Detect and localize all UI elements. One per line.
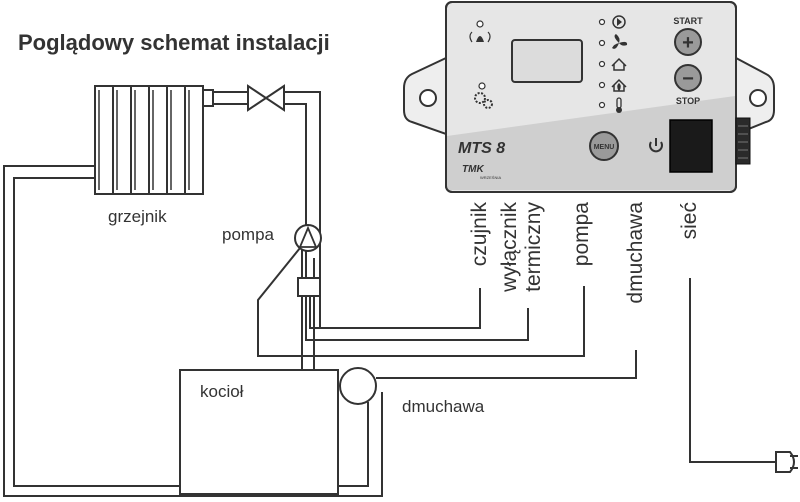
lcd-display — [511, 39, 583, 83]
blower-icon — [339, 367, 377, 405]
stop-button[interactable]: − — [674, 64, 702, 92]
radiator — [94, 85, 214, 195]
start-label: START — [673, 16, 703, 26]
menu-label: MENU — [594, 144, 615, 151]
terminal-label-sensor: czujnik — [468, 202, 491, 267]
fan-icon — [612, 34, 628, 49]
play-icon — [612, 15, 626, 29]
brand-logo: TMK — [462, 164, 484, 175]
pump-label: pompa — [222, 225, 275, 244]
controller-unit: START + − STOP MENU MTS 8 TMK WRZEŚNIA — [403, 1, 775, 193]
terminal-label-thermal-1: wyłącznik — [498, 202, 521, 293]
terminal-label-blower: dmuchawa — [624, 202, 647, 304]
terminal-label-thermal-2: termiczny — [522, 202, 545, 292]
stop-label: STOP — [676, 96, 700, 106]
power-icon — [649, 138, 663, 153]
gears-icon — [474, 82, 493, 109]
boiler-label: kocioł — [200, 382, 244, 401]
thermometer-icon — [616, 97, 622, 113]
house-flame-icon — [611, 78, 627, 92]
valve-icon — [247, 84, 285, 112]
terminal-label-pump: pompa — [570, 202, 593, 267]
start-button[interactable]: + — [674, 28, 702, 56]
pump-icon — [294, 224, 322, 252]
boiler — [179, 369, 339, 495]
wiring — [305, 278, 776, 463]
minus-icon: − — [682, 68, 694, 90]
plus-icon: + — [682, 32, 694, 54]
terminal-label-mains: sieć — [678, 202, 701, 239]
blower-label: dmuchawa — [402, 397, 485, 416]
house-icon — [611, 57, 627, 71]
radiator-label: grzejnik — [108, 207, 167, 226]
menu-button[interactable]: MENU — [589, 131, 619, 161]
sensor-block — [297, 277, 321, 297]
brand-sub: WRZEŚNIA — [480, 175, 501, 180]
diagram-title: Poglądowy schemat instalacji — [18, 30, 330, 55]
indicator-leds — [598, 18, 606, 109]
piping — [3, 91, 585, 497]
terminal-labels: czujnik wyłącznik termiczny pompa dmucha… — [468, 202, 701, 304]
alarm-icon — [469, 20, 491, 43]
power-switch[interactable] — [669, 119, 713, 173]
mains-plug-icon — [775, 451, 798, 473]
model-name: MTS 8 — [458, 140, 505, 157]
